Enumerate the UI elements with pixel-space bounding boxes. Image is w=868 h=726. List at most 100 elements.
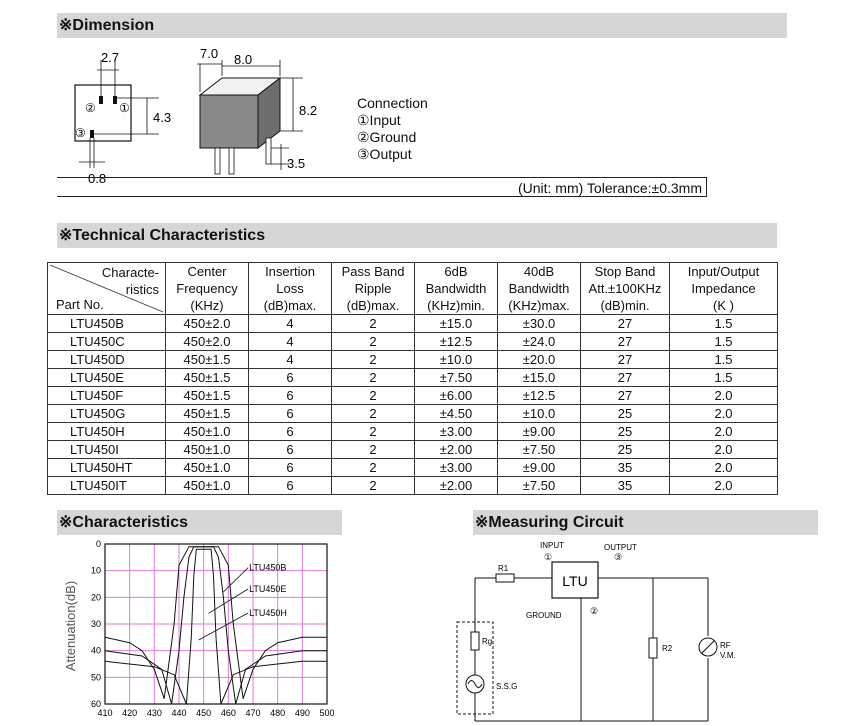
part-number-cell: LTU450C — [47, 332, 166, 351]
x-tick-label: 420 — [122, 708, 137, 718]
table-cell: 27 — [580, 314, 670, 333]
y-tick-label: 40 — [91, 646, 101, 656]
table-cell: ±3.00 — [414, 458, 498, 477]
table-cell: 1.5 — [669, 368, 778, 387]
ssg-box — [456, 621, 494, 715]
table-cell: 27 — [580, 368, 670, 387]
legend-leader — [223, 567, 249, 593]
part-number-cell: LTU450H — [47, 422, 166, 441]
table-cell: 27 — [580, 350, 670, 369]
unit-tolerance-note: (Unit: mm) Tolerance:±0.3mm — [517, 180, 702, 196]
table-cell: 27 — [580, 332, 670, 351]
dim-bottom-width: 0.8 — [88, 171, 106, 185]
table-cell: 450±1.0 — [165, 458, 249, 477]
table-cell: 2 — [331, 458, 415, 477]
table-cell: 4 — [248, 314, 332, 333]
label-vm: V.M. — [720, 651, 736, 660]
plot-frame — [104, 543, 328, 705]
table-cell: ±2.00 — [414, 440, 498, 459]
dim-side-height: 4.3 — [153, 110, 171, 125]
series-line-ltu450e — [104, 546, 327, 705]
table-cell: 6 — [248, 422, 332, 441]
series-line-ltu450b — [104, 546, 327, 699]
output-num: ③ — [614, 552, 622, 562]
table-cell: ±9.00 — [497, 458, 581, 477]
connection-title: Connection — [357, 95, 428, 111]
input-label: INPUT — [540, 541, 564, 550]
table-cell: 450±1.5 — [165, 368, 249, 387]
dim-depth: 7.0 — [200, 46, 218, 61]
dim-height: 8.2 — [299, 103, 317, 118]
table-cell: 450±1.5 — [165, 404, 249, 423]
label-r2: R2 — [662, 644, 673, 653]
table-cell: 2.0 — [669, 386, 778, 405]
table-cell: ±4.50 — [414, 404, 498, 423]
table-cell: 35 — [580, 458, 670, 477]
label-rf: RF — [720, 641, 731, 650]
x-tick-label: 440 — [171, 708, 186, 718]
table-cell: 2 — [331, 386, 415, 405]
section-header-dimension: ※Dimension — [57, 13, 787, 38]
table-cell: ±15.0 — [414, 314, 498, 333]
y-tick-label: 0 — [96, 539, 101, 549]
part-number-cell: LTU450D — [47, 350, 166, 369]
dim-width: 8.0 — [234, 52, 252, 67]
section-header-technical: ※Technical Characteristics — [57, 223, 777, 248]
table-cell: 2 — [331, 422, 415, 441]
x-tick-label: 490 — [295, 708, 310, 718]
table-cell: 4 — [248, 350, 332, 369]
table-cell: ±30.0 — [497, 314, 581, 333]
unit-tolerance-box: (Unit: mm) Tolerance:±0.3mm — [57, 177, 707, 197]
table-cell: 450±2.0 — [165, 314, 249, 333]
table-cell: 6 — [248, 368, 332, 387]
legend-label: LTU450E — [249, 584, 286, 594]
table-cell: 4 — [248, 332, 332, 351]
table-cell: 1.5 — [669, 350, 778, 369]
diagonal-header-cell: Characte- ristics Part No. — [47, 262, 166, 315]
part-number-cell: LTU450I — [47, 440, 166, 459]
legend-leader — [198, 612, 249, 641]
table-cell: ±6.00 — [414, 386, 498, 405]
table-cell: 2 — [331, 440, 415, 459]
table-cell: 6 — [248, 458, 332, 477]
series-line-ltu450h — [104, 548, 327, 705]
y-tick-label: 60 — [91, 699, 101, 709]
table-cell: 6 — [248, 440, 332, 459]
part-number-cell: LTU450F — [47, 386, 166, 405]
table-cell: 2 — [331, 332, 415, 351]
part-number-cell: LTU450B — [47, 314, 166, 333]
ltu-label: LTU — [562, 573, 587, 589]
table-cell: ±15.0 — [497, 368, 581, 387]
table-cell: 6 — [248, 386, 332, 405]
diag-label-part-no: Part No. — [56, 297, 104, 312]
part-number-cell: LTU450G — [47, 404, 166, 423]
table-cell: 450±1.5 — [165, 386, 249, 405]
y-tick-label: 50 — [91, 672, 101, 682]
table-cell: 2.0 — [669, 440, 778, 459]
table-cell: 1.5 — [669, 314, 778, 333]
dim-top-width: 2.7 — [101, 50, 119, 65]
x-tick-label: 480 — [270, 708, 285, 718]
legend-label: LTU450H — [249, 608, 287, 618]
y-tick-label: 30 — [91, 619, 101, 629]
part-number-cell: LTU450E — [47, 368, 166, 387]
table-cell: ±7.50 — [414, 368, 498, 387]
table-cell: ±12.5 — [414, 332, 498, 351]
measuring-circuit: R1 LTU INPUT ① OUTPUT ③ GROUND ② R2 RF V… — [456, 541, 736, 722]
table-cell: ±2.00 — [414, 476, 498, 495]
table-cell: 2.0 — [669, 404, 778, 423]
table-cell: 450±1.0 — [165, 440, 249, 459]
table-cell: 2.0 — [669, 476, 778, 495]
y-tick-label: 10 — [91, 566, 101, 576]
table-cell: 6 — [248, 476, 332, 495]
